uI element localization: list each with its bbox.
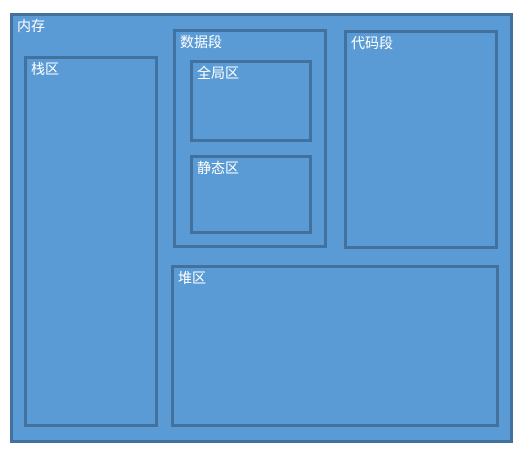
stack-label: 栈区 [31,62,59,78]
global-region: 全局区 [190,60,312,142]
heap-region: 堆区 [171,265,499,427]
code-segment-label: 代码段 [351,36,393,52]
heap-label: 堆区 [178,271,206,287]
memory-label: 内存 [17,19,45,35]
code-segment-region: 代码段 [344,30,498,249]
global-label: 全局区 [197,66,239,82]
static-label: 静态区 [197,161,239,177]
static-region: 静态区 [190,155,312,234]
data-segment-label: 数据段 [180,35,222,51]
stack-region: 栈区 [24,56,158,427]
